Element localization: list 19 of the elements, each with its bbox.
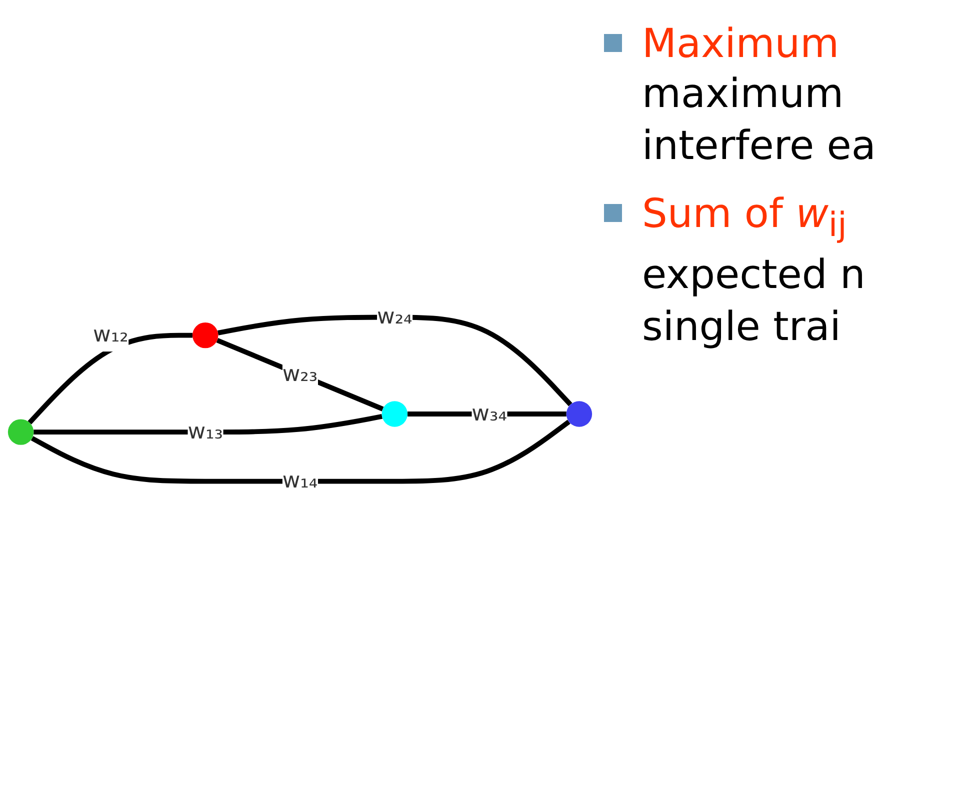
edge-label: w₂₃ — [282, 362, 318, 387]
connector — [216, 338, 384, 412]
bullet-text: maximum interfere ea — [642, 70, 877, 171]
connector — [34, 414, 382, 434]
connector — [218, 314, 572, 406]
node-circle — [566, 400, 592, 427]
node-circle — [192, 322, 218, 348]
node-circle — [8, 418, 34, 445]
node-circle — [382, 400, 408, 427]
bullet-heading: Maximum — [642, 20, 840, 68]
connector — [30, 419, 570, 484]
edge-label: w₁₂ — [93, 322, 128, 348]
bullet-heading: Sum of w$_{ij}$ — [642, 190, 848, 246]
edge-label: w₃₄ — [472, 401, 507, 426]
edge-label: w₁₃ — [188, 419, 223, 444]
edge-label: w₁₄ — [282, 468, 318, 494]
connector — [28, 332, 192, 424]
bullet-text: expected n single trai — [642, 251, 866, 352]
edge-label: w₂₄ — [377, 304, 412, 330]
